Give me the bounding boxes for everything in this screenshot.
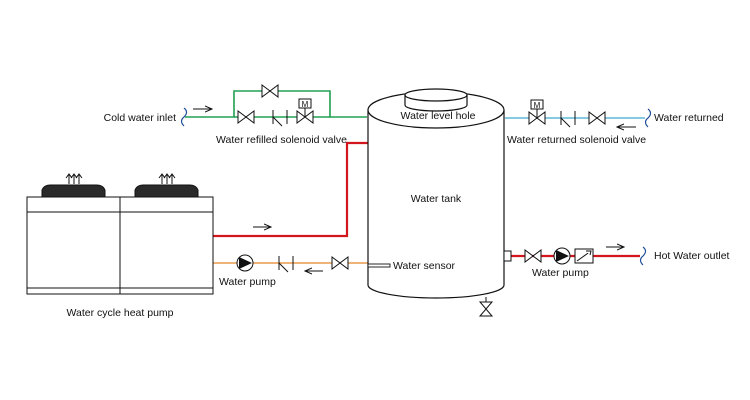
drain-valve-icon (478, 297, 494, 317)
motor-symbol-left: M (302, 100, 309, 109)
water-sensor-probe (367, 263, 391, 268)
strainer-icon (560, 111, 576, 128)
heat-pump-label: Water cycle heat pump (67, 307, 174, 319)
gate-valve-icon (588, 111, 606, 125)
heat-pump-unit-1 (26, 184, 121, 295)
bypass-valve-icon (261, 84, 279, 98)
heat-pump-unit-2 (119, 184, 214, 295)
cycle-gate-valve-icon (331, 256, 349, 270)
strainer-icon (278, 256, 294, 273)
water-level-hole-label: Water level hole (401, 110, 476, 122)
motor-actuator-icon (530, 99, 544, 110)
water-returned-label: Water returned (654, 112, 724, 124)
water-returned-solenoid-valve-label: Water returned solenoid valve (507, 134, 646, 146)
water-returned-break-mark (644, 108, 652, 128)
water-tank (367, 88, 505, 299)
water-tank-label: Water tank (411, 193, 462, 205)
cold-water-inlet-label: Cold water inlet (104, 112, 176, 124)
outlet-gate-valve-icon (524, 249, 542, 263)
check-valve-icon (574, 248, 594, 264)
pump-icon (236, 254, 254, 272)
water-pump-left-label: Water pump (219, 276, 276, 288)
pump-icon (553, 247, 571, 265)
water-pump-right-label: Water pump (532, 267, 589, 279)
tank-outlet-nozzle (503, 250, 512, 262)
hot-water-outlet-label: Hot Water outlet (654, 250, 730, 262)
water-sensor-label: Water sensor (393, 260, 456, 272)
strainer-icon (272, 110, 288, 127)
fan-arrows-icon (65, 173, 83, 184)
hot-outlet-break-mark (639, 246, 647, 266)
gate-valve-icon (237, 110, 255, 124)
cold-inlet-break-mark (180, 107, 188, 127)
hot-supply-pipe (213, 141, 370, 238)
motor-actuator-icon (298, 98, 312, 109)
fan-arrows-icon (158, 173, 176, 184)
water-refilled-solenoid-valve-label: Water refilled solenoid valve (216, 134, 347, 146)
motor-symbol-right: M (534, 101, 541, 110)
